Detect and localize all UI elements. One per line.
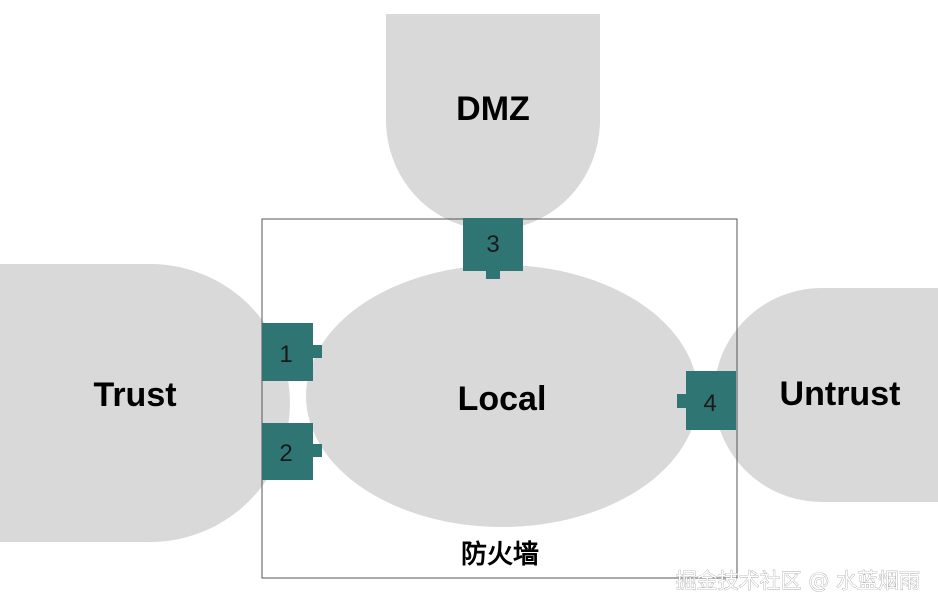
port-1-label: 1	[279, 341, 292, 368]
port-2: 2	[262, 423, 322, 480]
port-3-label: 3	[486, 231, 499, 258]
untrust-zone	[714, 288, 938, 502]
dmz-zone	[386, 14, 600, 230]
local-zone	[306, 265, 698, 527]
port-4-label: 4	[703, 390, 716, 417]
firewall-caption: 防火墙	[461, 540, 539, 570]
watermark-text: 掘金技术社区 @ 水蓝烟雨	[676, 569, 920, 593]
trust-label: Trust	[93, 376, 176, 414]
port-3: 3	[463, 218, 523, 279]
dmz-label: DMZ	[456, 90, 530, 128]
untrust-label: Untrust	[780, 375, 901, 413]
port-1: 1	[262, 323, 322, 381]
port-4: 4	[677, 371, 736, 430]
local-label: Local	[458, 380, 547, 418]
port-2-label: 2	[279, 440, 292, 467]
trust-zone	[0, 264, 290, 542]
